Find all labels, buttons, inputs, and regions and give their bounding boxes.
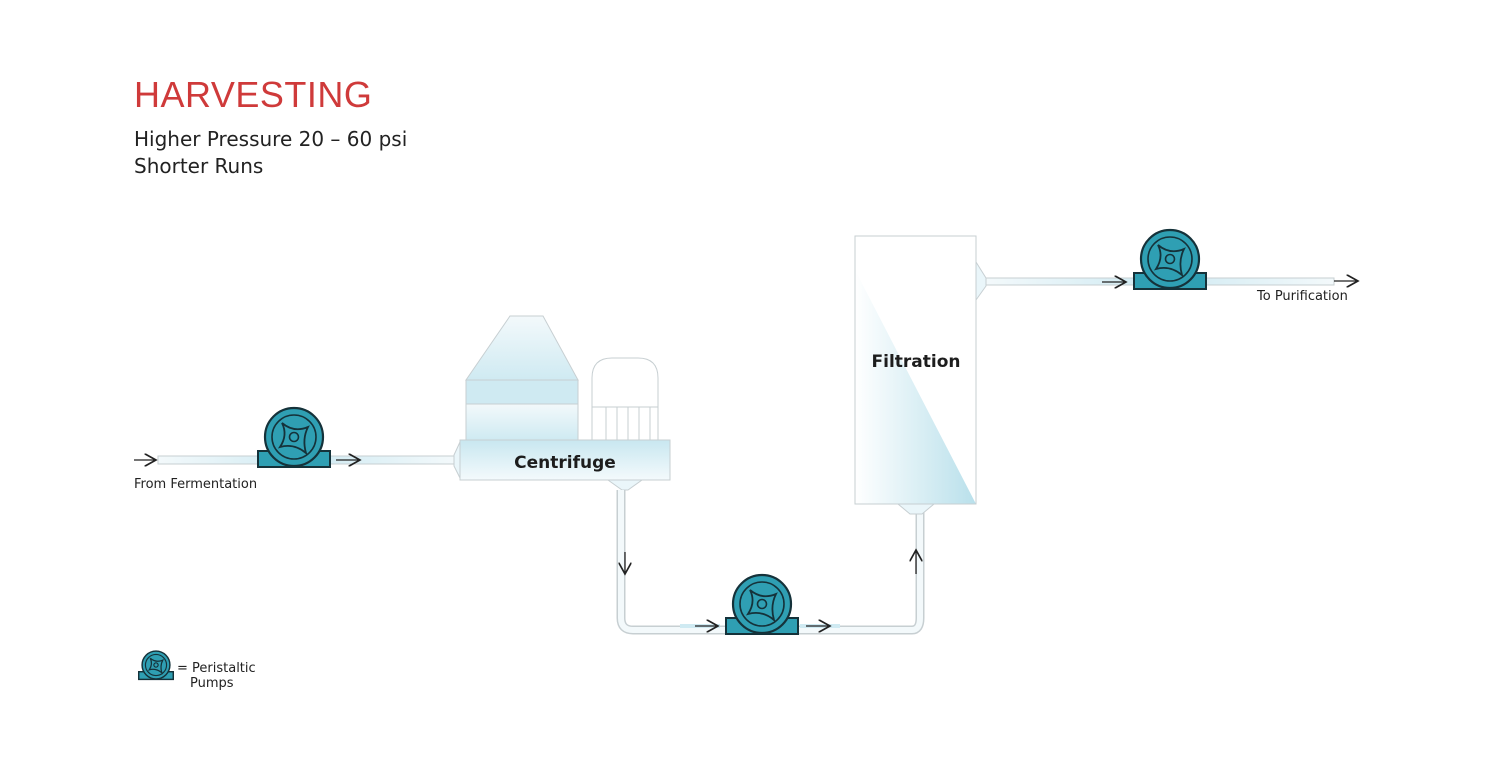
inlet-label: From Fermentation [134,477,258,492]
page-title: HARVESTING [134,74,373,115]
centrifuge [453,315,671,491]
pressure-subtitle: Higher Pressure 20 – 60 psi [134,127,408,151]
legend-pump-icon [137,650,175,681]
peristaltic-pump-icon [725,573,799,635]
legend-label-2: Pumps [190,676,234,691]
peristaltic-pump-icon [1133,228,1207,290]
filtration-label: Filtration [872,352,961,372]
runs-subtitle: Shorter Runs [134,154,264,178]
outlet-label: To Purification [1257,289,1348,304]
peristaltic-pump-icon [257,406,331,468]
filtration-column [854,235,987,515]
legend-label: = Peristaltic [177,661,256,676]
centrifuge-label: Centrifuge [514,453,616,473]
